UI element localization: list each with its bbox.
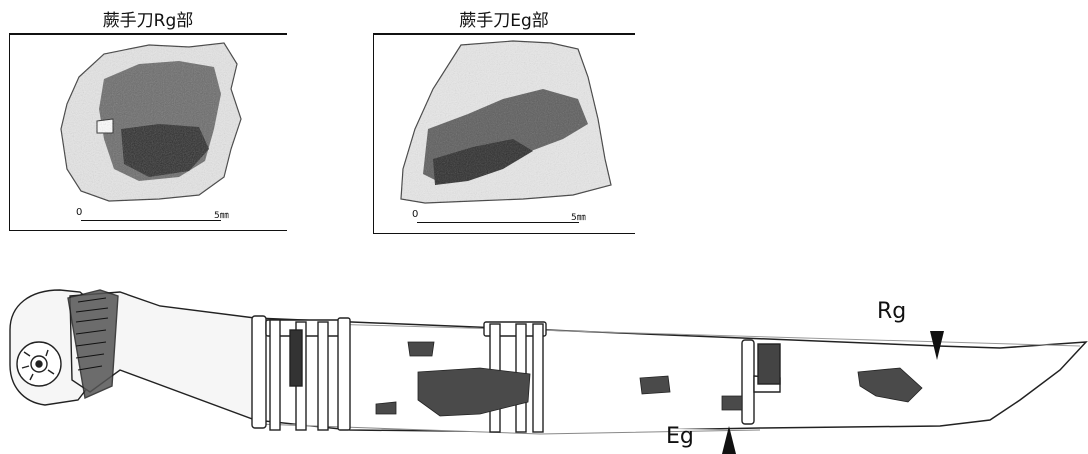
eg-panel-title-rule [373,33,635,35]
rg-panel-left-rule [9,33,10,231]
eg-marker-arrow [722,426,736,454]
sword-blade [254,317,1088,435]
rg-panel-title: 蕨手刀Rg部 [102,11,194,31]
rg-marker-arrow [930,331,944,360]
eg-panel-bottom-rule [373,233,635,234]
rg-panel-bottom-rule [9,230,287,231]
rg-scale-zero: 0 [76,207,83,218]
sword-fittings [251,315,781,433]
rg-marker-label: Rg [877,299,907,324]
rg-micrograph-panel: 蕨手刀Rg部 0 5㎜ [9,9,287,231]
eg-scale-bar [417,222,579,223]
rg-scale-bar [81,220,221,221]
sword-hilt [67,289,256,422]
rust-patches [375,341,923,417]
eg-scale-end: 5㎜ [571,213,586,223]
eg-marker-label: Eg [666,424,694,449]
rg-panel-title-rule [9,33,287,35]
eg-panel-left-rule [373,33,374,234]
rg-scale-end: 5㎜ [214,211,229,221]
eg-micrograph-image [400,40,612,204]
eg-micrograph-panel: 蕨手刀Eg部 0 5㎜ [373,9,635,234]
eg-scale-zero: 0 [412,209,419,220]
eg-panel-title: 蕨手刀Eg部 [459,11,549,31]
rg-micrograph-image [60,42,242,202]
sword-pommel [9,289,101,406]
